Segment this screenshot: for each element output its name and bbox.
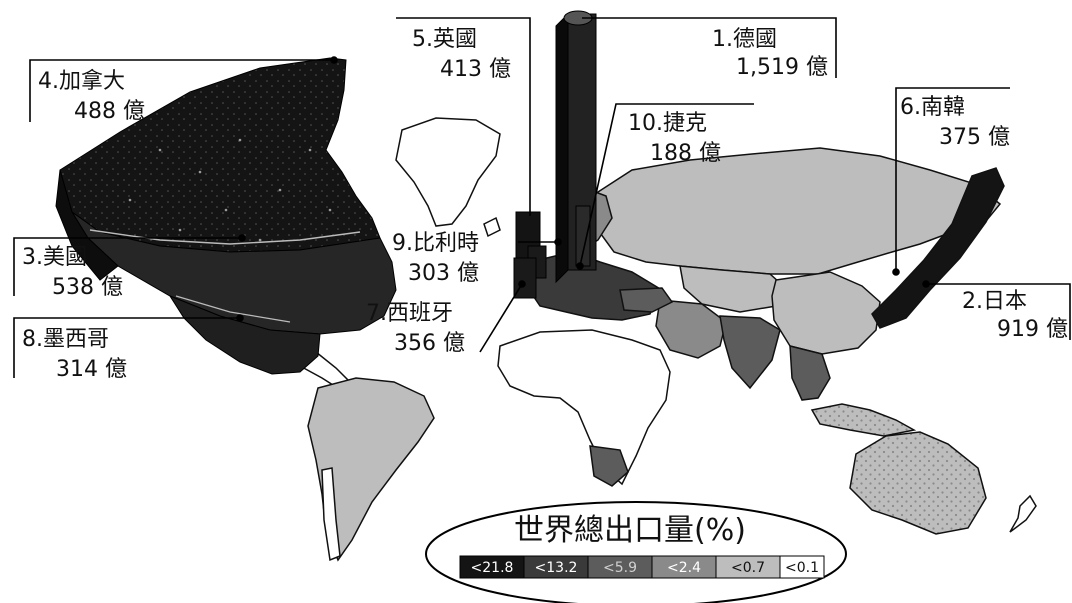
value-canada: 488 億 [74, 99, 145, 124]
us-mexico-border [175, 295, 291, 323]
north-america-bars [55, 57, 397, 375]
legend-label-2: <13.2 [535, 560, 578, 576]
india-shape [719, 315, 781, 390]
germany-bracket [582, 17, 837, 78]
spain-dot [518, 280, 526, 288]
value-japan: 919 億 [997, 317, 1068, 342]
value-uk: 413 億 [440, 57, 511, 82]
greenland-shape [395, 117, 501, 227]
japan-shape [871, 167, 1005, 329]
usa-bracket [13, 237, 242, 296]
value-korea: 375 億 [939, 125, 1010, 150]
label-spain: 7.西班牙 [366, 301, 453, 326]
africa-shape [497, 329, 671, 486]
us-canada-border [89, 229, 361, 245]
spain-leader [479, 283, 523, 353]
china-shape [771, 271, 881, 355]
value-germany: 1,519 億 [736, 55, 828, 80]
value-usa: 538 億 [52, 275, 123, 300]
czech-dot [576, 262, 584, 270]
label-czech: 10.捷克 [628, 111, 707, 136]
middle-east-shape [655, 299, 727, 359]
mexico-dot [236, 314, 244, 322]
uk-bracket [396, 17, 531, 216]
label-germany: 1.德國 [712, 27, 777, 52]
mexico-bracket [13, 317, 240, 378]
label-belgium: 9.比利時 [392, 231, 479, 256]
legend: 世界總出口量(%) <21.8 <13.2 <5.9 <2.4 <0.7 <0.… [425, 501, 847, 603]
mexico-extrusion [168, 294, 321, 375]
legend-label-4: <2.4 [667, 560, 701, 576]
value-spain: 356 億 [394, 331, 465, 356]
new-zealand-shape [1009, 494, 1037, 533]
label-usa: 3.美國 [22, 245, 87, 270]
legend-label-1: <21.8 [471, 560, 514, 576]
label-canada: 4.加拿大 [38, 68, 125, 94]
label-japan: 2.日本 [962, 289, 1027, 314]
south-africa-shape [589, 445, 629, 487]
japan-bracket [926, 283, 1071, 340]
value-mexico: 314 億 [56, 357, 127, 382]
belgium-dot [554, 238, 562, 246]
chile-shape [321, 467, 341, 562]
korea-dot [892, 268, 900, 276]
europe-bars [513, 10, 597, 299]
legend-label-6: <0.1 [785, 560, 819, 576]
legend-swatch-6 [779, 555, 825, 579]
russia-shape [597, 147, 1002, 275]
iceland-shape [483, 216, 501, 238]
label-mexico: 8.墨西哥 [22, 327, 109, 352]
label-korea: 6.南韓 [900, 95, 965, 120]
legend-label-5: <0.7 [731, 560, 765, 576]
turkey-shape [619, 287, 674, 313]
japan-dot [922, 280, 930, 288]
czech-bar [575, 205, 591, 267]
canada-bracket [29, 59, 334, 122]
legend-labels: <21.8 <13.2 <5.9 <2.4 <0.7 <0.1 [471, 560, 819, 576]
usa-dot [238, 234, 246, 242]
label-uk: 5.英國 [412, 27, 477, 52]
australia-shape [849, 431, 987, 535]
extrusion-side [55, 169, 119, 281]
south-america-shape [307, 377, 435, 562]
legend-title: 世界總出口量(%) [514, 513, 746, 548]
value-czech: 188 億 [650, 141, 721, 166]
czech-bracket [579, 103, 754, 267]
legend-swatches [459, 555, 825, 579]
canada-dot [330, 56, 338, 64]
indonesia-shape [810, 403, 917, 437]
korea-bracket [895, 87, 1010, 272]
country-labels: 1.德國 1,519 億 2.日本 919 億 3.美國 538 億 4.加拿大… [22, 27, 1068, 382]
se-asia-shape [789, 345, 831, 401]
leader-lines [13, 17, 1071, 378]
map-texture-stars [128, 138, 332, 242]
legend-label-3: <5.9 [603, 560, 637, 576]
usa-extrusion [71, 211, 397, 335]
value-belgium: 303 億 [408, 261, 479, 286]
